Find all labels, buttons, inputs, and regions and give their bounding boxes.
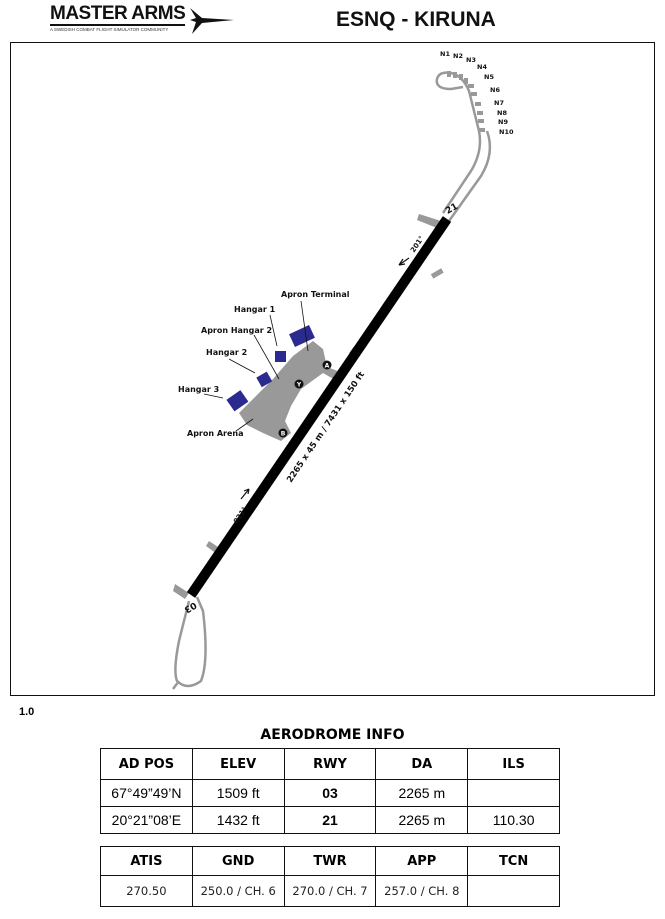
stand-n3: N3 [466, 56, 476, 64]
table-row: 270.50 250.0 / CH. 6 270.0 / CH. 7 257.0… [100, 875, 560, 907]
cell-ils [467, 779, 560, 807]
label-apron-terminal: Apron Terminal [281, 290, 350, 299]
stand-n4: N4 [477, 63, 487, 71]
arrowhead-201 [398, 258, 406, 266]
jet-icon [190, 8, 234, 34]
leader-lines [203, 300, 309, 432]
logo-text: MASTER ARMS [50, 3, 186, 26]
runway-end-03: 03 [182, 599, 198, 614]
table-header-row: AD POS ELEV RWY DA ILS [100, 748, 560, 780]
header-rwy: RWY [283, 748, 377, 780]
logo-subtitle: A SWEDISH COMBAT FLIGHT SIMULATOR COMMUN… [50, 27, 169, 32]
frequencies-table: ATIS GND TWR APP TCN 270.50 250.0 / CH. … [100, 846, 560, 907]
cell-atis: 270.50 [100, 875, 193, 907]
stand-n5: N5 [484, 73, 494, 81]
hangar-3 [226, 390, 249, 412]
arrow-201-icon [398, 257, 410, 266]
southern-taxiway [172, 596, 207, 690]
label-apron-arena: Apron Arena [187, 429, 244, 438]
taxiway-y: Y [296, 382, 302, 389]
header-tcn: TCN [467, 846, 560, 876]
stand-n6: N6 [490, 86, 500, 94]
taxiway-a: A [325, 363, 330, 370]
stand-n9: N9 [498, 118, 508, 126]
map-drawing: N1 N2 N3 N4 N5 N6 N7 N8 N9 N10 [172, 50, 514, 690]
cell-elev: 1432 ft [191, 806, 285, 834]
header-ils: ILS [467, 748, 560, 780]
table-row: 67°49”49’N 1509 ft 03 2265 m [100, 779, 560, 807]
aerodrome-map: N1 N2 N3 N4 N5 N6 N7 N8 N9 N10 [10, 42, 655, 696]
label-hangar-3: Hangar 3 [178, 385, 219, 394]
table-header-row: ATIS GND TWR APP TCN [100, 846, 560, 876]
stand-n8: N8 [497, 109, 507, 117]
hangar-terminal [289, 325, 315, 347]
cell-da: 2265 m [375, 806, 469, 834]
aerodrome-info-title: AERODROME INFO [260, 727, 405, 743]
chart-version: 1.0 [19, 706, 35, 718]
runway-end-21: 21 [444, 202, 460, 217]
label-hangar-2: Hangar 2 [206, 348, 247, 357]
cell-app: 257.0 / CH. 8 [375, 875, 469, 907]
apron-labels: Apron Terminal Hangar 1 Apron Hangar 2 H… [178, 290, 350, 438]
northern-taxiway [435, 71, 492, 222]
cell-gnd: 250.0 / CH. 6 [191, 875, 285, 907]
taxiway-stubs [173, 214, 444, 599]
cell-tcn [467, 875, 560, 907]
stand-n1: N1 [440, 50, 450, 58]
runway-03-21 [186, 216, 452, 598]
stand-markers [447, 71, 485, 132]
stand-n10: N10 [499, 128, 514, 136]
hangar-2 [256, 371, 273, 388]
aerodrome-info-table: AD POS ELEV RWY DA ILS 67°49”49’N 1509 f… [100, 748, 560, 834]
cell-elev: 1509 ft [191, 779, 285, 807]
hangar-1 [275, 351, 286, 362]
taxiway-b: B [281, 431, 286, 438]
apron-area [239, 341, 343, 441]
label-hangar-1: Hangar 1 [234, 305, 276, 314]
header-app: APP [375, 846, 469, 876]
cell-rwy: 03 [283, 779, 377, 807]
cell-twr: 270.0 / CH. 7 [283, 875, 377, 907]
stand-n2: N2 [453, 52, 463, 60]
cell-da: 2265 m [375, 779, 469, 807]
cell-rwy: 21 [283, 806, 377, 834]
stand-n7: N7 [494, 99, 504, 107]
cell-ils: 110.30 [467, 806, 560, 834]
header-twr: TWR [283, 846, 377, 876]
page-title: ESNQ - KIRUNA [336, 8, 496, 31]
cell-ad-pos: 67°49”49’N [100, 779, 193, 807]
hangars [226, 325, 315, 412]
label-apron-hangar-2: Apron Hangar 2 [201, 326, 272, 335]
table-row: 20°21”08’E 1432 ft 21 2265 m 110.30 [100, 806, 560, 834]
master-arms-logo: MASTER ARMS A SWEDISH COMBAT FLIGHT SIMU… [46, 4, 236, 36]
header-atis: ATIS [100, 846, 193, 876]
stand-labels: N1 N2 N3 N4 N5 N6 N7 N8 N9 N10 [440, 50, 514, 136]
cell-ad-pos: 20°21”08’E [100, 806, 193, 834]
header-da: DA [375, 748, 469, 780]
header-elev: ELEV [191, 748, 285, 780]
taxiway-markers: A Y B [278, 360, 332, 438]
arrow-021-icon [240, 488, 250, 500]
header-ad-pos: AD POS [100, 748, 193, 780]
header-gnd: GND [191, 846, 285, 876]
